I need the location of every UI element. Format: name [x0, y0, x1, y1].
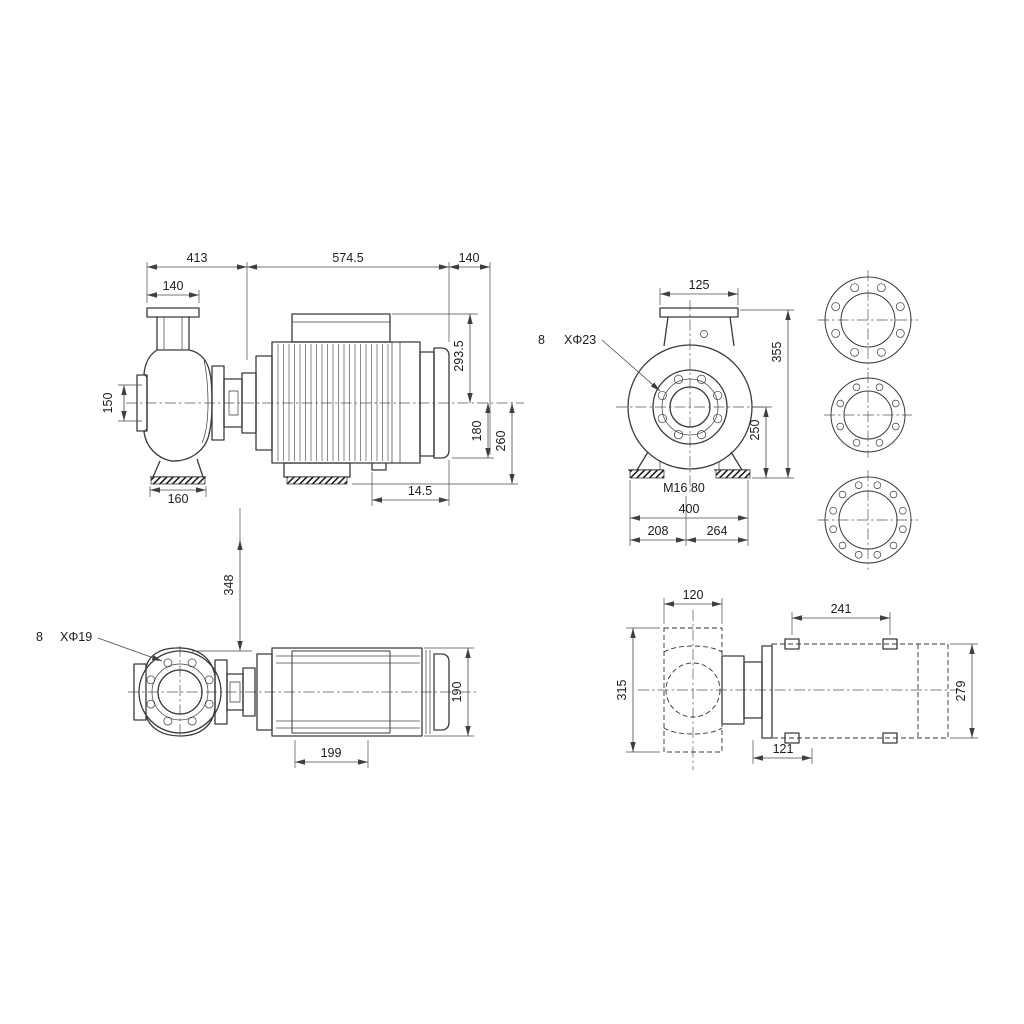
flange-bottom-holes [829, 481, 907, 559]
label-foundation-bolts: M16 80 [663, 481, 705, 495]
label-end-holes-qty: 8 [538, 333, 545, 347]
dim-base-279: 279 [954, 681, 968, 702]
suction-bore [669, 386, 711, 428]
dim-side-293-5: 293.5 [452, 340, 466, 371]
casing-joint-line [201, 359, 209, 444]
motor-body-plan [271, 647, 423, 737]
view-plan: 348 8 XΦ19 190 199 [36, 508, 478, 768]
pump-foot [150, 458, 206, 478]
motor-foot-pad [286, 476, 348, 485]
suction-flange-plan [133, 663, 147, 721]
volute-casing [143, 349, 213, 462]
motor-mount-pads [784, 638, 898, 744]
discharge-pipe-bore [163, 317, 183, 349]
counter-flange-top [818, 270, 918, 370]
view-base: 120 241 315 279 121 [615, 588, 978, 770]
holes-leader-end [601, 339, 661, 392]
dim-base-120: 120 [683, 588, 704, 602]
discharge-bore [157, 669, 203, 715]
dim-side-574-5: 574.5 [332, 251, 363, 265]
holes-leader-plan [97, 637, 163, 662]
coupling-plan [214, 653, 273, 731]
discharge-pipe [156, 317, 190, 350]
dim-side-140-end: 140 [459, 251, 480, 265]
discharge-raised-face [151, 663, 209, 721]
motor-foot [283, 462, 351, 478]
dim-end-125: 125 [689, 278, 710, 292]
label-plan-holes-qty: 8 [36, 630, 43, 644]
coupling-assembly [211, 355, 273, 451]
dim-end-400: 400 [679, 502, 700, 516]
dim-end-208: 208 [648, 524, 669, 538]
motor-fins-plan [276, 655, 420, 729]
motor-fins [277, 344, 389, 461]
dim-side-160: 160 [168, 492, 189, 506]
end-feet [628, 451, 750, 471]
discharge-bolt-holes [146, 658, 214, 726]
counter-flange-middle [824, 372, 912, 458]
motor-end-shield-joints [391, 342, 401, 463]
base-dimensions: 120 241 315 279 121 [615, 588, 978, 764]
discharge-flange-plan [138, 650, 222, 734]
motor-rear-shield [419, 351, 435, 457]
dim-side-140-flange: 140 [163, 279, 184, 293]
dim-plan-348: 348 [222, 575, 236, 596]
label-plan-holes-spec: XΦ19 [60, 630, 92, 644]
view-side: 413 574.5 140 140 150 293.5 180 260 160 … [101, 251, 524, 506]
terminal-box [291, 313, 391, 343]
motor-outline-dashed [771, 643, 949, 739]
fan-cover [433, 347, 450, 459]
dim-side-180: 180 [470, 421, 484, 442]
view-end: 8 XΦ23 125 355 250 M16 80 400 208 264 [538, 278, 794, 546]
fan-cover-plan [433, 653, 450, 731]
dim-side-260: 260 [494, 431, 508, 452]
flange-middle-holes [836, 383, 900, 447]
dim-side-14-5: 14.5 [408, 484, 432, 498]
end-dimensions: 8 XΦ23 125 355 250 M16 80 400 208 264 [538, 278, 794, 546]
dim-base-241: 241 [831, 602, 852, 616]
volute-outline-dashed [665, 662, 721, 718]
flange-top-holes [831, 283, 905, 357]
suction-flange-face [652, 369, 728, 445]
plan-dimensions: 348 8 XΦ19 190 199 [36, 508, 474, 768]
volute-arcs-dashed [663, 645, 723, 735]
counter-flange-bottom [818, 470, 918, 570]
dim-base-121: 121 [773, 742, 794, 756]
dim-plan-199: 199 [321, 746, 342, 760]
dim-side-150: 150 [101, 393, 115, 414]
end-feet-inner [659, 461, 720, 470]
dim-side-413: 413 [187, 251, 208, 265]
pump-foot-pad [150, 476, 206, 485]
dim-plan-190: 190 [450, 682, 464, 703]
dim-end-355: 355 [770, 342, 784, 363]
motor-flange-base [761, 645, 773, 739]
dim-base-315: 315 [615, 680, 629, 701]
end-shield-plan [425, 650, 431, 734]
drain-step [371, 463, 387, 471]
end-foot-pad-right [715, 469, 751, 479]
discharge-flange-end [659, 307, 739, 318]
suction-flange-bolt-holes [657, 374, 723, 440]
suction-flange [136, 374, 148, 432]
counter-flanges [818, 270, 918, 570]
dim-end-250: 250 [748, 420, 762, 441]
suction-raised-face [661, 378, 719, 436]
discharge-flange [146, 307, 200, 318]
side-dimensions: 413 574.5 140 140 150 293.5 180 260 160 … [101, 251, 518, 506]
vent-plug [700, 330, 708, 338]
dim-end-264: 264 [707, 524, 728, 538]
discharge-neck [663, 316, 735, 347]
label-end-holes-spec: XΦ23 [564, 333, 596, 347]
terminal-box-plan [291, 650, 391, 734]
end-foot-pad-left [629, 469, 665, 479]
